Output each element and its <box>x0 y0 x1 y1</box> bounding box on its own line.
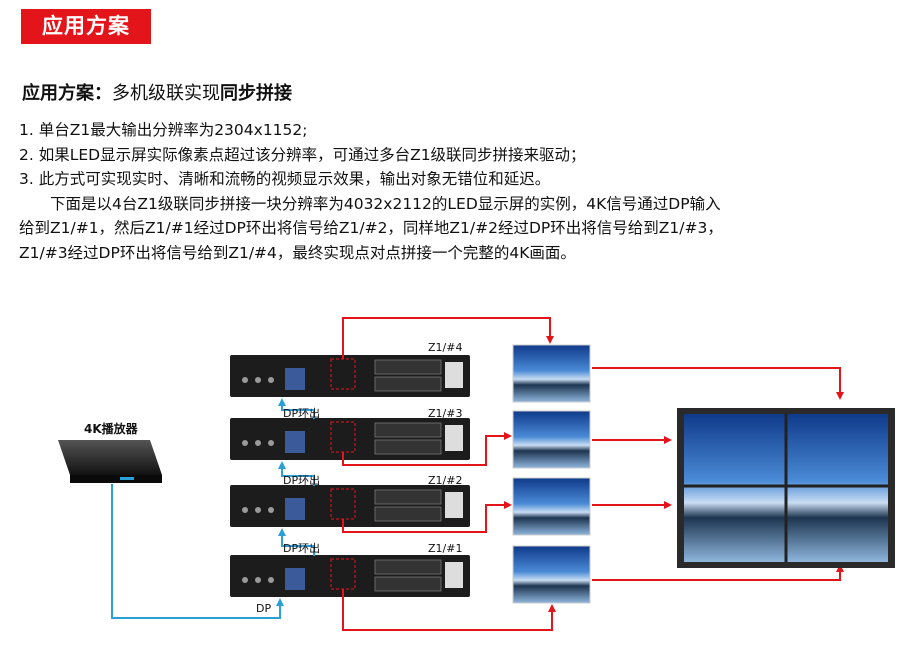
loop-label-1-2: DP环出 <box>283 542 321 555</box>
output-z1-1 <box>342 589 556 631</box>
processor-z1-1 <box>230 555 470 597</box>
output-z1-2 <box>342 501 512 533</box>
subtitle-bold: 同步拼接 <box>220 83 292 104</box>
cascade-diagram: 4K播放器 Z1/#4 Z1/#3 Z1/#2 Z1/#1 DP环出 DP环出 … <box>0 300 900 656</box>
tile-to-wall-4 <box>592 564 844 581</box>
player-device-icon <box>58 440 162 483</box>
body-line-3: 3. 此方式可实现实时、清晰和流畅的视频显示效果，输出对象无错位和延迟。 <box>19 170 551 188</box>
dp-loop-3-4 <box>278 398 315 419</box>
player-label: 4K播放器 <box>84 422 138 436</box>
body-line-2: 2. 如果LED显示屏实际像素点超过该分辨率，可通过多台Z1级联同步拼接来驱动； <box>19 145 586 164</box>
tile-to-wall-1 <box>592 367 844 400</box>
body-text: 1. 单台Z1最大输出分辨率为2304x1152; 2. 如果LED显示屏实际像… <box>19 118 899 265</box>
output-z1-4 <box>342 317 554 359</box>
device-label-z1-1: Z1/#1 <box>428 542 463 555</box>
section-badge: 应用方案 <box>21 9 151 44</box>
screen-tile-1-icon <box>512 344 591 403</box>
processor-z1-2 <box>230 485 470 527</box>
screen-tile-4-icon <box>512 545 591 604</box>
body-line-5: 给到Z1/#1，然后Z1/#1经过DP环出将信号给Z1/#2，同样地Z1/#2经… <box>19 219 723 237</box>
screen-tile-3-icon <box>512 477 591 536</box>
dp-loop-1-2 <box>278 528 315 556</box>
device-label-z1-4: Z1/#4 <box>428 341 463 354</box>
processor-z1-3 <box>230 418 470 460</box>
loop-label-3-4: DP环出 <box>283 407 321 420</box>
output-z1-3 <box>342 432 512 466</box>
subtitle: 应用方案：多机级联实现同步拼接 <box>22 82 292 106</box>
body-line-1: 1. 单台Z1最大输出分辨率为2304x1152; <box>19 121 308 139</box>
device-label-z1-2: Z1/#2 <box>428 474 463 487</box>
dp-input-label: DP <box>256 602 272 615</box>
led-wall-icon <box>677 408 895 568</box>
diagram-canvas <box>58 317 895 631</box>
dp-loop-2-3 <box>278 461 315 486</box>
port-details <box>242 368 305 590</box>
subtitle-middle: 多机级联实现 <box>112 83 220 104</box>
dp-input-cable <box>111 484 284 619</box>
subtitle-prefix: 应用方案： <box>22 83 112 104</box>
screen-tile-2-icon <box>512 410 591 469</box>
body-line-6: Z1/#3经过DP环出将信号给到Z1/#4，最终实现点对点拼接一个完整的4K画面… <box>19 243 576 262</box>
processor-z1-4 <box>230 355 470 397</box>
device-label-z1-3: Z1/#3 <box>428 407 463 420</box>
body-line-4: 下面是以4台Z1级联同步拼接一块分辨率为4032x2112的LED显示屏的实例，… <box>50 194 721 213</box>
loop-label-2-3: DP环出 <box>283 474 321 487</box>
